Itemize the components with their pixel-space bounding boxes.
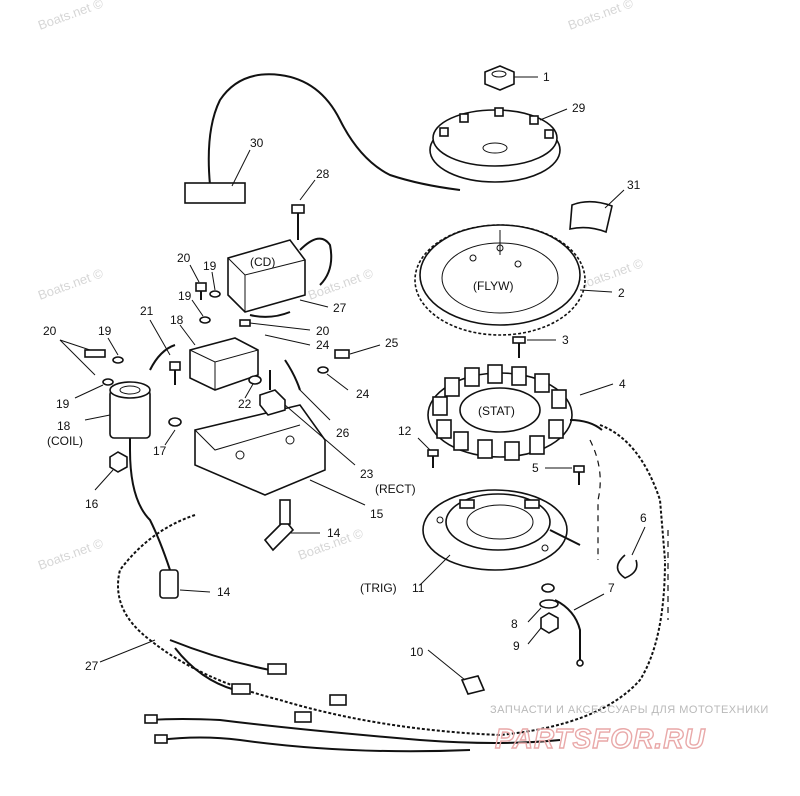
callout-19d: 19 [56,397,70,411]
screw-part-20-cd [239,319,311,331]
callout-12: 12 [398,424,412,438]
callout-7: 7 [608,581,615,595]
screw-part-12 [417,437,439,468]
callout-30: 30 [250,136,264,150]
label-coil: (COIL) [47,434,83,448]
brand-name: PARTSFOR.RU [495,723,706,754]
bolt-part-3 [512,336,556,358]
callout-23: 23 [360,467,374,481]
watermark: Boats.net © [36,535,106,573]
label-trig: (TRIG) [360,581,397,595]
washer-part-19-mid [191,299,211,324]
callout-16: 16 [85,497,99,511]
callout-29: 29 [572,101,586,115]
screw-part-26 [284,359,331,421]
cable-part-30 [184,73,461,204]
callout-22: 22 [238,397,252,411]
screw-part-5 [545,465,585,485]
stator-part-4 [427,364,614,461]
mounting-plate-part-15 [194,404,366,506]
nut-top-part-8 [541,583,555,593]
callout-20b: 20 [316,324,330,338]
nut-part-9 [527,612,559,645]
rectifier-part-23 [259,370,356,466]
screw-part-28 [291,179,316,240]
screw-part-20-left [59,339,106,376]
screw-part-25 [334,344,381,359]
callout-27a: 27 [333,301,347,315]
callout-27b: 27 [85,659,99,673]
callout-25: 25 [385,336,399,350]
callout-26: 26 [336,426,350,440]
callout-20c: 20 [43,324,57,338]
callout-2: 2 [618,286,625,300]
module-part-18 [179,324,259,391]
watermark: Boats.net © [36,0,106,33]
washer-part-19-top [209,271,221,298]
callout-28: 28 [316,167,330,181]
callout-1: 1 [543,70,550,84]
callout-19c: 19 [98,324,112,338]
nut-part-1 [484,65,538,91]
screw-part-24-cd [264,334,311,346]
watermark: Boats.net © [306,265,376,303]
callout-14a: 14 [327,526,341,540]
assembly-lines [589,439,669,620]
callout-18a: 18 [170,313,184,327]
callout-18b: 18 [57,419,71,433]
callout-3: 3 [562,333,569,347]
callout-19a: 19 [203,259,217,273]
wire-part-27-top [249,299,329,318]
boot-part-14-lower [159,569,211,599]
washer-part-8 [527,599,559,623]
watermark: Boats.net © [576,255,646,293]
ground-wire-part-7 [554,593,605,667]
watermark: Boats.net © [566,0,636,33]
cd-module-part [227,237,333,313]
decal-part-31 [569,189,625,234]
part-labels: (CD) (FLYW) (STAT) (COIL) (RECT) (TRIG) [47,255,515,595]
washer-part-19-left [74,337,124,399]
callout-21: 21 [140,304,154,318]
clip-part-6 [616,526,646,579]
harness-part-27 [99,424,666,753]
watermark: Boats.net © [36,265,106,303]
nut-part-16 [94,451,128,491]
brand-subtitle: ЗАПЧАСТИ И АКСЕССУАРЫ ДЛЯ МОТОТЕХНИКИ [490,704,769,716]
clamp-part-10 [427,649,486,695]
callout-19b: 19 [178,289,192,303]
brand-watermark: ЗАПЧАСТИ И АКСЕССУАРЫ ДЛЯ МОТОТЕХНИКИ PA… [490,704,769,755]
washer-part-22 [244,375,262,399]
callout-17: 17 [153,444,167,458]
callout-11: 11 [412,581,425,595]
label-stat: (STAT) [478,404,515,418]
wire-part-21 [149,319,181,385]
label-rect: (RECT) [375,482,416,496]
washer-part-24 [317,366,349,391]
callout-4: 4 [619,377,626,391]
boot-part-14-upper [263,499,320,552]
callout-24b: 24 [356,387,370,401]
flywheel-cup-part-29 [429,107,568,183]
callout-9: 9 [513,639,520,653]
screw-part-20-top [189,264,207,300]
callout-15: 15 [370,507,384,521]
flywheel-part-2 [414,224,613,336]
callout-numbers: 1 29 30 28 31 2 20 19 27 19 20 21 18 24 … [43,70,647,673]
label-flyw: (FLYW) [473,279,513,293]
label-cd: (CD) [250,255,275,269]
callout-20a: 20 [177,251,191,265]
callout-8: 8 [511,617,518,631]
callout-24a: 24 [316,338,330,352]
callout-6: 6 [640,511,647,525]
washer-part-17 [164,417,182,446]
callout-31: 31 [627,178,641,192]
coil-part-18 [84,381,171,571]
callout-14b: 14 [217,585,231,599]
callout-10: 10 [410,645,424,659]
trigger-part-11 [419,489,581,586]
callout-5: 5 [532,461,539,475]
